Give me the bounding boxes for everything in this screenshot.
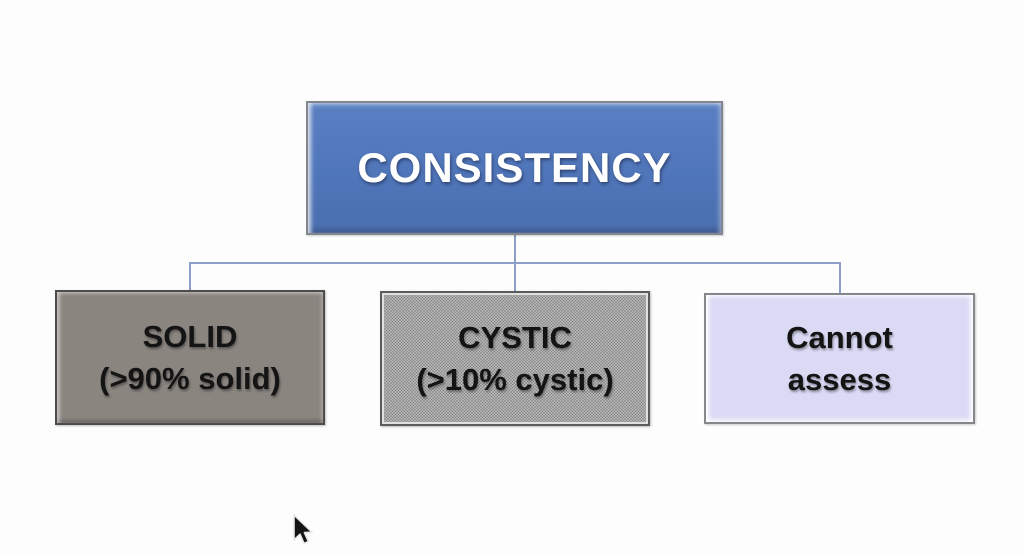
connector-drop-cystic (514, 262, 516, 294)
node-cystic-label-line1: CYSTIC (458, 319, 572, 355)
node-cystic-label-line2: (>10% cystic) (416, 361, 614, 397)
connector-drop-solid (189, 262, 191, 293)
node-cannot-assess-label-line2: assess (787, 361, 892, 397)
node-solid: SOLID (>90% solid) (55, 290, 325, 425)
connector-root-stub (514, 235, 516, 263)
node-consistency: CONSISTENCY (306, 101, 723, 235)
node-consistency-label: CONSISTENCY (357, 144, 672, 191)
arrow-pointer-icon (293, 514, 313, 545)
node-cannot-assess-label-line1: Cannot (786, 319, 893, 355)
node-cannot-assess: Cannot assess (704, 293, 975, 424)
node-cystic: CYSTIC (>10% cystic) (380, 291, 650, 426)
node-solid-label-line1: SOLID (142, 318, 238, 354)
node-solid-label-line2: (>90% solid) (99, 360, 281, 396)
connector-drop-cannot-assess (839, 262, 841, 296)
